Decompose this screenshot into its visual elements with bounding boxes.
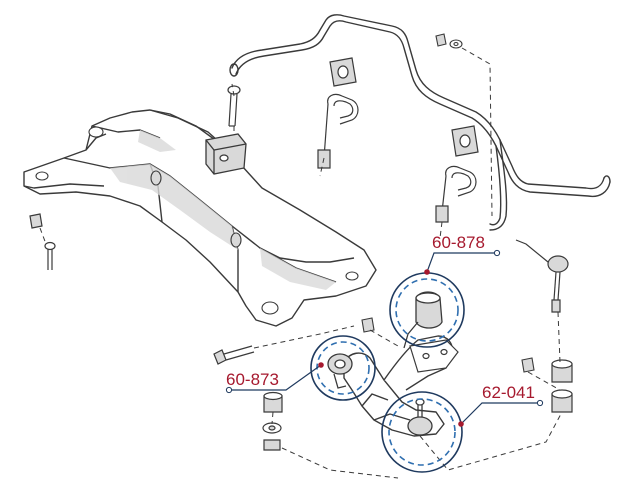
- strut-bushing-lower: [551, 389, 573, 413]
- small-nut-center: [361, 317, 375, 333]
- stabilizer-bushing-left: [329, 57, 357, 87]
- stabilizer-clamp-right: [435, 165, 477, 223]
- stabilizer-clamp-left: [317, 93, 359, 169]
- top-nut-washer: [435, 33, 463, 49]
- ball-joint-nut: [521, 357, 535, 373]
- callout-label-60-873: 60-873: [226, 370, 279, 389]
- callout-label-60-878: 60-878: [432, 233, 485, 252]
- arm-bracket: [409, 339, 459, 373]
- leader-62-041: [458, 399, 544, 427]
- leader-60-873: [225, 362, 324, 394]
- left-nut: [29, 213, 43, 229]
- stabilizer-link: [515, 239, 569, 313]
- arm-front-bushing: [327, 353, 353, 389]
- washer-stack: [262, 391, 283, 451]
- mount-bolt: [227, 85, 241, 127]
- strut-bushing-upper: [551, 359, 573, 383]
- left-bolt: [44, 241, 56, 270]
- crossmember-holes: [35, 126, 359, 315]
- callout-circle-62-041: [381, 391, 463, 473]
- ball-joint: [407, 398, 433, 436]
- stabilizer-bushing-right: [451, 125, 479, 157]
- engine-mount: [205, 133, 247, 175]
- stabilizer-bar: [229, 14, 611, 231]
- arm-rear-bushing: [403, 291, 443, 349]
- crossmember-shading: [110, 130, 336, 290]
- leader-60-878: [424, 249, 501, 275]
- callout-label-62-041: 62-041: [482, 383, 535, 402]
- assembly-lines: [39, 47, 563, 479]
- bolt-horizontal: [213, 345, 255, 365]
